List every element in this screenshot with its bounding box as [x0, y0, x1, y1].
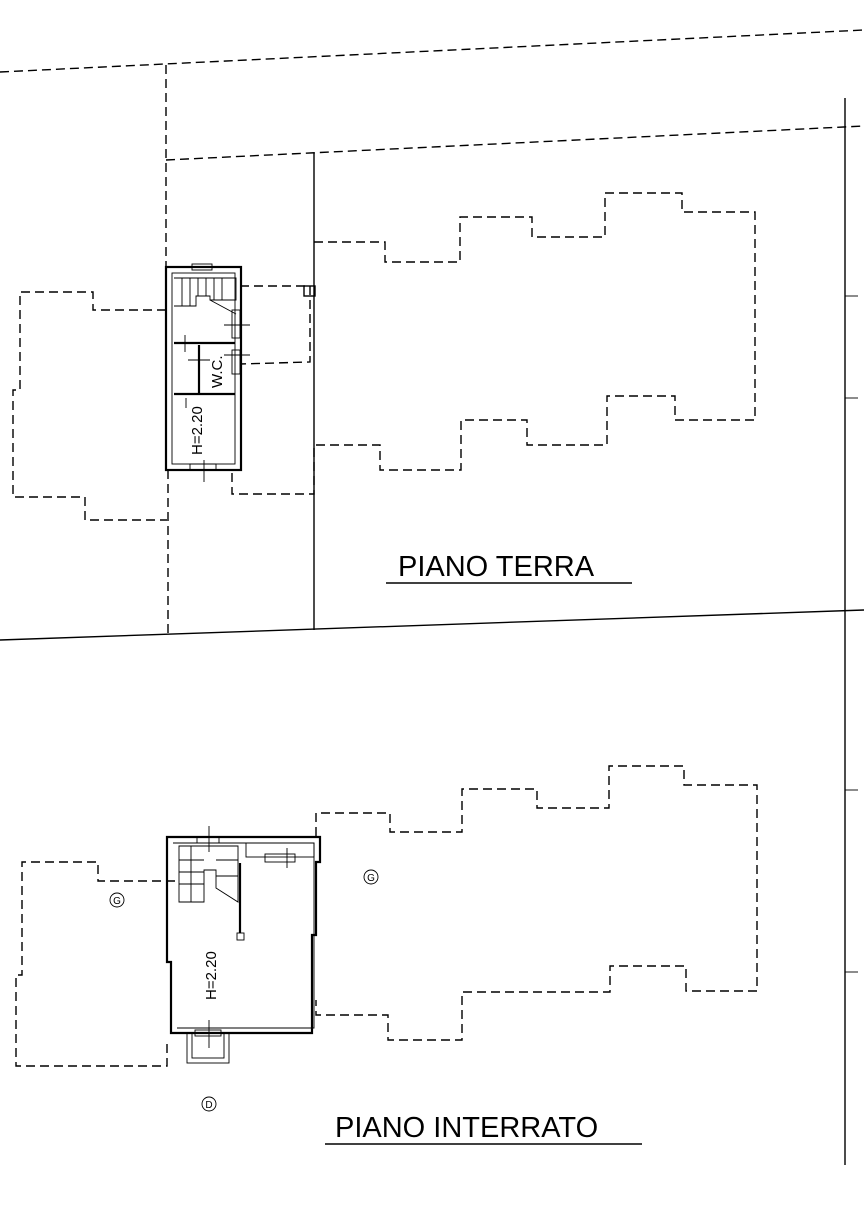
svg-text:G: G	[367, 873, 375, 884]
ground-floor-height-label: H=2.20	[189, 406, 206, 455]
marker-d: D	[201, 1096, 217, 1112]
svg-text:G: G	[113, 896, 121, 907]
staircase	[178, 845, 239, 903]
marker-g-left: G	[109, 892, 125, 908]
staircase	[174, 277, 237, 315]
ground-floor-title: PIANO TERRA	[398, 551, 595, 583]
basement-title: PIANO INTERRATO	[335, 1112, 598, 1144]
ground-floor-neighbor-outlines	[12, 192, 756, 521]
marker-g-right: G	[363, 869, 379, 885]
ground-floor-unit: W.C. H=2.20	[164, 263, 250, 482]
svg-text:D: D	[205, 1100, 212, 1111]
property-boundaries	[0, 29, 864, 1165]
basement-neighbor-outlines	[15, 765, 758, 1067]
basement-unit: H=2.20	[165, 826, 322, 1064]
basement-height-label: H=2.20	[203, 951, 220, 1000]
wc-label: W.C.	[209, 356, 226, 389]
